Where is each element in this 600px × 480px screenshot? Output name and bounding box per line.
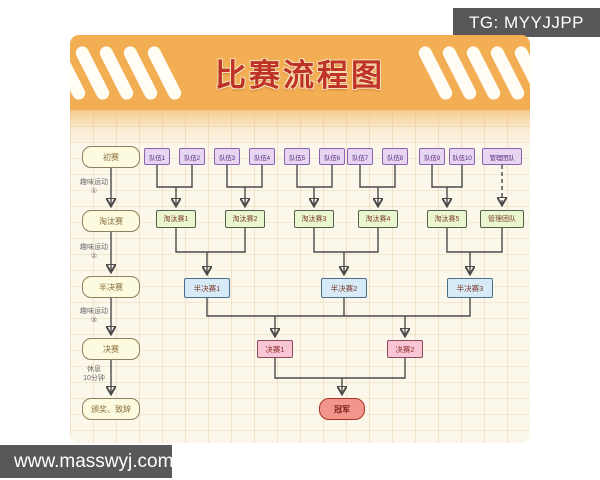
stage-node-elimination: 淘汰赛	[82, 210, 140, 232]
stage-node-preliminary: 初赛	[82, 146, 140, 168]
stage-note-3: 趣味运动 ③	[76, 307, 112, 325]
elimination-node-1: 淘汰赛1	[156, 210, 196, 228]
stage-node-final: 决赛	[82, 338, 140, 360]
flow-connectors	[70, 165, 530, 443]
page-title: 比赛流程图	[215, 58, 385, 93]
grid-paper-background	[70, 110, 530, 443]
team-node-8: 队伍8	[382, 148, 408, 165]
team-node-4: 队伍4	[249, 148, 275, 165]
note-sub: ②	[90, 253, 98, 260]
stage-note-4: 休息 10分钟	[76, 365, 112, 383]
note-text: 休息	[87, 366, 101, 373]
stage-node-awards: 颁奖、致辞	[82, 398, 140, 420]
team-node-10: 队伍10	[449, 148, 475, 165]
final-node-1: 决赛1	[257, 340, 293, 358]
semifinal-node-1: 半决赛1	[184, 278, 230, 298]
elimination-node-3: 淘汰赛3	[294, 210, 334, 228]
elimination-node-2: 淘汰赛2	[225, 210, 265, 228]
note-text: 趣味运动	[80, 179, 108, 186]
note-text: 趣味运动	[80, 308, 108, 315]
team-node-7: 队伍7	[347, 148, 373, 165]
site-watermark: www.masswyj.com	[0, 445, 173, 478]
title-banner: 比赛流程图	[70, 35, 530, 110]
team-node-5: 队伍5	[284, 148, 310, 165]
stage-note-2: 趣味运动 ②	[76, 243, 112, 261]
stage-note-1: 趣味运动 ①	[76, 178, 112, 196]
note-text: 趣味运动	[80, 244, 108, 251]
champion-node: 冠军	[319, 398, 365, 420]
flowchart-card: 比赛流程图	[70, 35, 530, 443]
tg-watermark: TG: MYYJJPP	[453, 8, 600, 37]
team-node-management: 管理团队	[482, 148, 522, 165]
team-node-3: 队伍3	[214, 148, 240, 165]
note-sub: ①	[90, 188, 98, 195]
final-node-2: 决赛2	[387, 340, 423, 358]
team-node-2: 队伍2	[179, 148, 205, 165]
elimination-node-management: 管理团队	[480, 210, 524, 228]
semifinal-node-2: 半决赛2	[321, 278, 367, 298]
note-sub: 10分钟	[83, 375, 105, 382]
team-node-9: 队伍9	[419, 148, 445, 165]
note-sub: ③	[90, 317, 98, 324]
stage-node-semifinal: 半决赛	[82, 276, 140, 298]
elimination-node-5: 淘汰赛5	[427, 210, 467, 228]
elimination-node-4: 淘汰赛4	[358, 210, 398, 228]
team-node-6: 队伍6	[319, 148, 345, 165]
semifinal-node-3: 半决赛3	[447, 278, 493, 298]
team-node-1: 队伍1	[144, 148, 170, 165]
